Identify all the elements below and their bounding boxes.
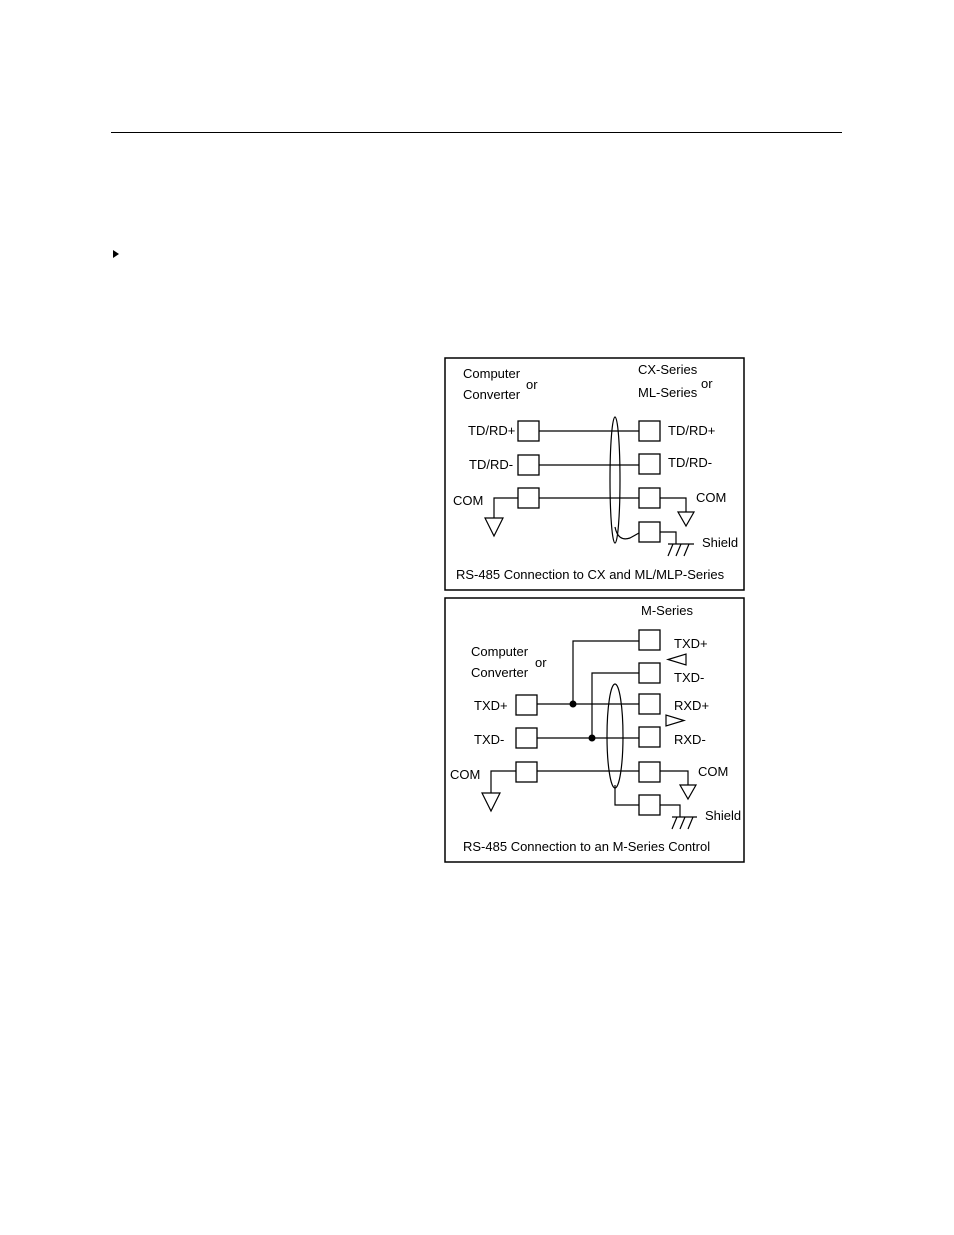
diagram2-cable-bundle	[606, 683, 624, 789]
diagram1-left-terminal-1-label: TD/RD+	[468, 423, 515, 438]
bullet-arrow-icon	[113, 250, 119, 258]
diagram1-right-terminal-2	[638, 453, 661, 475]
diagram2-chassis-ground-tick-3	[687, 816, 694, 830]
diagram2-rxd-receiver-arrow-icon	[665, 714, 687, 727]
diagram2-right-terminal-5-label: COM	[698, 764, 728, 779]
diagram1-chassis-ground-tick-1	[667, 543, 674, 557]
diagram1-frame	[444, 357, 745, 591]
diagram1-right-terminal-1	[638, 420, 661, 442]
diagram1-left-ground-icon	[484, 517, 504, 538]
diagram1-chassis-ground-tick-2	[675, 543, 682, 557]
diagram2-right-terminal-4	[638, 726, 661, 748]
diagram2-shield-drain-wire	[614, 785, 639, 806]
diagram2-junction-dot-2	[588, 734, 596, 742]
header-rule	[111, 132, 842, 133]
diagram2-right-terminal-3	[638, 693, 661, 715]
diagram2-left-or: or	[535, 655, 547, 670]
diagram2-right-terminal-6-label: Shield	[705, 808, 741, 823]
diagram2-right-terminal-5	[638, 761, 661, 783]
diagram2-left-terminal-3	[515, 761, 538, 783]
diagram2-left-label-line2: Converter	[471, 665, 529, 680]
diagram1-left-terminal-2-label: TD/RD-	[469, 457, 513, 472]
diagram2-right-title: M-Series	[641, 603, 694, 618]
diagram2-caption: RS-485 Connection to an M-Series Control	[463, 839, 710, 854]
diagram1-right-ground-icon	[676, 511, 696, 528]
diagram2-left-terminal-1-label: TXD+	[474, 698, 508, 713]
diagram2-junction-dot-1	[569, 700, 577, 708]
diagram1-right-terminal-4	[638, 521, 661, 543]
diagram1-shield-drain-wire	[614, 526, 640, 540]
diagram1-right-terminal-2-label: TD/RD-	[668, 455, 712, 470]
diagram2-left-ground-icon	[481, 792, 501, 813]
diagram-cx-ml-series: Computer Converter or CX-Series ML-Serie…	[444, 357, 745, 591]
diagram2-left-terminal-3-label: COM	[450, 767, 480, 782]
diagram2-right-terminal-2	[638, 662, 661, 684]
diagram2-shield-ground-lead	[660, 804, 681, 817]
diagram1-right-terminal-1-label: TD/RD+	[668, 423, 715, 438]
diagram1-left-or: or	[526, 377, 538, 392]
diagram2-left-terminal-1	[515, 694, 538, 716]
diagram1-right-terminal-4-label: Shield	[702, 535, 738, 550]
diagram2-left-ground-lead	[490, 770, 516, 793]
diagram1-left-terminal-2	[517, 454, 540, 476]
diagram1-right-or: or	[701, 376, 713, 391]
diagram2-right-terminal-2-label: TXD-	[674, 670, 704, 685]
diagram2-right-terminal-1	[638, 629, 661, 651]
diagram1-caption: RS-485 Connection to CX and ML/MLP-Serie…	[456, 567, 725, 582]
diagram1-left-terminal-1	[517, 420, 540, 442]
diagram2-right-terminal-4-label: RXD-	[674, 732, 706, 747]
diagram1-chassis-ground-tick-3	[683, 543, 690, 557]
diagram2-chassis-ground-tick-1	[671, 816, 678, 830]
diagram2-right-terminal-1-label: TXD+	[674, 636, 708, 651]
diagram1-shield-ground-lead	[660, 531, 677, 544]
diagram2-left-terminal-2	[515, 727, 538, 749]
diagram2-right-terminal-6	[638, 794, 661, 816]
diagram2-jumper-txd-plus	[572, 640, 639, 704]
diagram2-left-label-line1: Computer	[471, 644, 529, 659]
diagram1-right-label-line2: ML-Series	[638, 385, 698, 400]
diagram1-right-terminal-3	[638, 487, 661, 509]
diagram1-left-ground-lead	[493, 497, 518, 518]
diagram2-frame	[444, 597, 745, 863]
diagram1-cable-bundle	[609, 416, 621, 544]
diagram1-left-terminal-3	[517, 487, 540, 509]
diagram2-right-terminal-3-label: RXD+	[674, 698, 709, 713]
diagram1-right-terminal-3-label: COM	[696, 490, 726, 505]
diagram1-right-label-line1: CX-Series	[638, 362, 698, 377]
diagram2-left-terminal-2-label: TXD-	[474, 732, 504, 747]
diagram2-jumper-txd-minus	[591, 672, 639, 738]
diagram-m-series: M-Series Computer Converter or TXD+ TXD-…	[444, 597, 745, 863]
diagram1-left-terminal-3-label: COM	[453, 493, 483, 508]
diagram1-left-label-line1: Computer	[463, 366, 521, 381]
diagram1-right-ground-lead	[660, 497, 687, 512]
diagram2-right-ground-icon	[678, 784, 698, 801]
diagram2-right-ground-lead	[660, 770, 689, 785]
diagram2-chassis-ground-tick-2	[679, 816, 686, 830]
diagram1-left-label-line2: Converter	[463, 387, 521, 402]
diagram2-txd-driver-arrow-icon	[665, 653, 687, 666]
